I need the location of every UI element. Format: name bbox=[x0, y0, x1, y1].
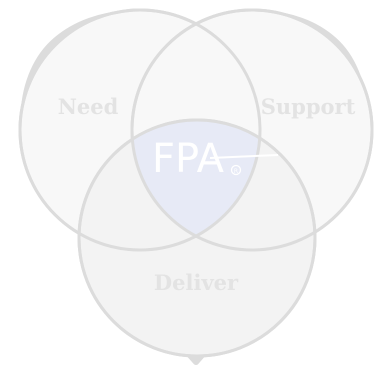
svg-text:R: R bbox=[234, 168, 238, 175]
need-circle-outline bbox=[18, 8, 262, 252]
fpa-logo-swoosh bbox=[209, 154, 279, 159]
fpa-logo: FPA R bbox=[152, 136, 279, 182]
deliver-circle-outline bbox=[77, 118, 317, 358]
support-label: Support bbox=[261, 94, 356, 119]
need-label: Need bbox=[58, 94, 119, 119]
deliver-label: Deliver bbox=[154, 270, 239, 295]
support-circle-outline bbox=[130, 8, 374, 252]
fpa-logo-text: FPA bbox=[152, 136, 225, 182]
registered-mark-icon: R bbox=[230, 164, 242, 176]
